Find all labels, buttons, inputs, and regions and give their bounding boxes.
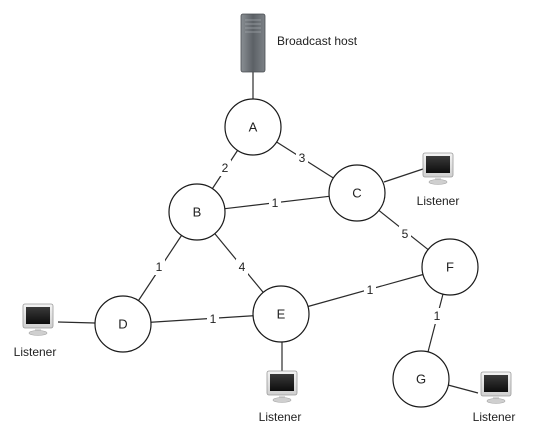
- monitor-neck: [493, 396, 499, 400]
- node-label: G: [416, 372, 426, 387]
- edge-weight-bg: [431, 308, 443, 324]
- listener-link-c: [383, 167, 427, 183]
- monitor-screen: [26, 307, 50, 324]
- edge-weight-bg: [219, 160, 231, 176]
- computer-monitor-icon: [480, 371, 512, 404]
- edge-weights: 2 3 1 1 4 5 1 1 1: [153, 150, 443, 327]
- node-label: C: [352, 186, 361, 201]
- listener-label-d: Listener: [14, 345, 57, 359]
- edge-weight-bg: [236, 259, 248, 275]
- server-icon: [240, 13, 266, 73]
- monitor-base: [428, 179, 448, 185]
- node-e: E: [252, 285, 310, 343]
- node-circle: [168, 183, 226, 241]
- edge-weight-b-e: 4: [239, 260, 246, 274]
- node-a: A: [224, 98, 282, 156]
- node-label: E: [277, 307, 286, 322]
- node-b: B: [168, 183, 226, 241]
- edge-weight-f-g: 1: [434, 309, 441, 323]
- node-circle: [94, 295, 152, 353]
- edge-d-e: [150, 315, 254, 323]
- edge-weight-a-c: 3: [299, 151, 306, 165]
- monitor-screen: [484, 375, 508, 392]
- edge-weight-c-f: 5: [402, 227, 409, 241]
- monitor-base: [486, 398, 506, 404]
- monitor-screen: [426, 156, 450, 173]
- monitor-neck: [435, 177, 441, 181]
- monitor-base: [28, 330, 48, 336]
- host-label: Broadcast host: [277, 34, 358, 48]
- edge-weight-bg: [153, 259, 165, 275]
- monitor-neck: [279, 395, 285, 399]
- node-circle: [421, 238, 479, 296]
- monitor-screen: [270, 374, 294, 391]
- edge-weight-b-d: 1: [156, 260, 163, 274]
- listener-label-g: Listener: [473, 410, 516, 424]
- edge-weight-e-f: 1: [367, 283, 374, 297]
- computer-monitor-icon: [266, 370, 298, 403]
- edge-weight-bg: [364, 282, 376, 298]
- node-label: F: [446, 260, 454, 275]
- edge-weight-bg: [399, 226, 411, 242]
- node-circle: [328, 164, 386, 222]
- edge-weight-bg: [269, 195, 281, 211]
- listener-label-e: Listener: [259, 410, 302, 424]
- listener-link-g: [447, 384, 479, 394]
- edge-weight-d-e: 1: [210, 312, 217, 326]
- node-f: F: [421, 238, 479, 296]
- node-label: B: [193, 205, 202, 220]
- monitor-neck: [35, 328, 41, 332]
- monitor-base: [272, 397, 292, 403]
- computer-monitor-icon: [22, 303, 54, 336]
- listener-link-d: [57, 321, 96, 324]
- node-circle: [252, 285, 310, 343]
- nodes: A B C D E F G: [94, 98, 479, 408]
- node-circle: [224, 98, 282, 156]
- edge-weight-bg: [296, 150, 308, 166]
- node-d: D: [94, 295, 152, 353]
- edge-weight-a-b: 2: [222, 161, 229, 175]
- node-g: G: [392, 350, 450, 408]
- node-label: D: [118, 317, 127, 332]
- computer-monitor-icon: [422, 152, 454, 185]
- node-circle: [392, 350, 450, 408]
- edge-weight-bg: [207, 311, 219, 327]
- attachment-links: [57, 72, 479, 394]
- listener-label-c: Listener: [417, 194, 460, 208]
- node-c: C: [328, 164, 386, 222]
- node-label: A: [249, 120, 258, 135]
- server-body: [240, 13, 266, 73]
- edge-weight-b-c: 1: [272, 196, 279, 210]
